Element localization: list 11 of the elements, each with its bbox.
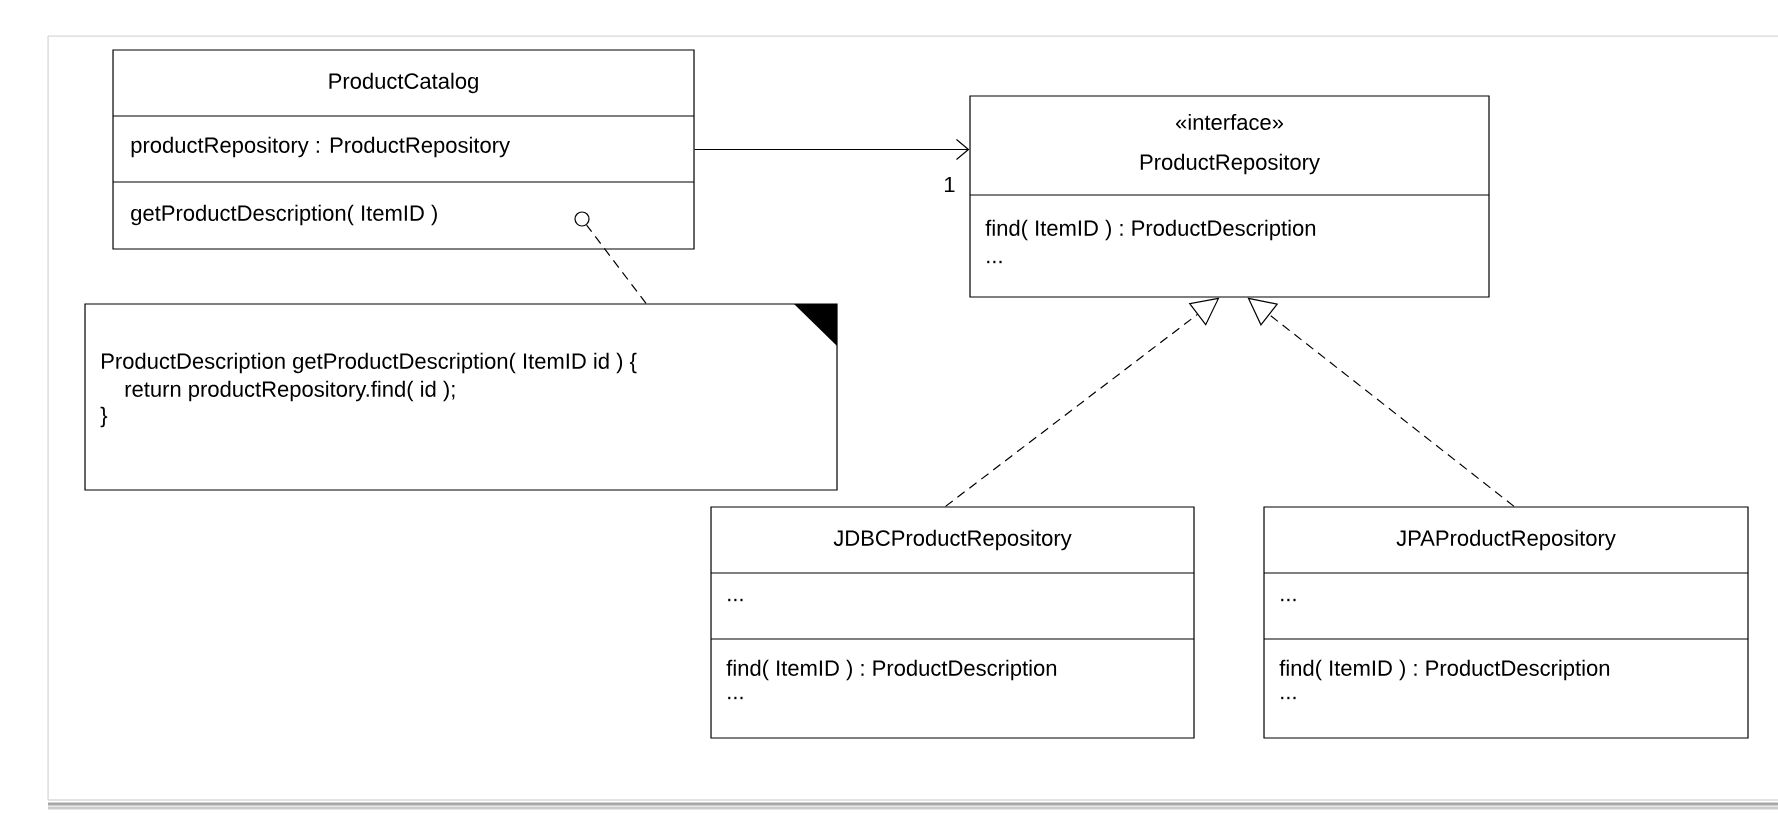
realization-arrow: [944, 297, 1220, 507]
anchor-circle: [574, 211, 590, 227]
class-box: ProductCatalog productRepository : ProductRepository getProductDescription( ItemID ): [112, 49, 695, 250]
leader-line: [586, 224, 647, 304]
association-arrow: [694, 138, 970, 161]
multiplicity-label: 1: [942, 175, 957, 194]
interface-box: «interface» ProductRepository find( ItemID ) : ProductDescription ...: [969, 95, 1490, 298]
realization-arrow: [1247, 297, 1515, 507]
class-box: JPAProductRepository ... find( ItemID ) : ProductDescription ...: [1263, 506, 1749, 739]
class-box: JDBCProductRepository ... find( ItemID ) : ProductDescription ...: [710, 506, 1195, 739]
note-box: ProductDescription getProductDescription( ItemID id ) { return productRepository.find( id ); }: [84, 303, 838, 491]
